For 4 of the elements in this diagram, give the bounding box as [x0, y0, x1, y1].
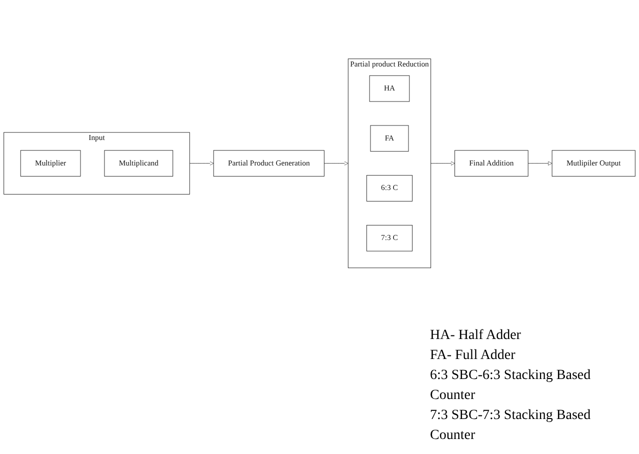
- legend-note: FA- Full Adder: [430, 347, 516, 365]
- legend-note: HA- Half Adder: [430, 327, 522, 345]
- legend-note: 7:3 SBC-7:3 Stacking Based Counter: [430, 407, 592, 445]
- legend-note: 6:3 SBC-6:3 Stacking Based Counter: [430, 367, 592, 405]
